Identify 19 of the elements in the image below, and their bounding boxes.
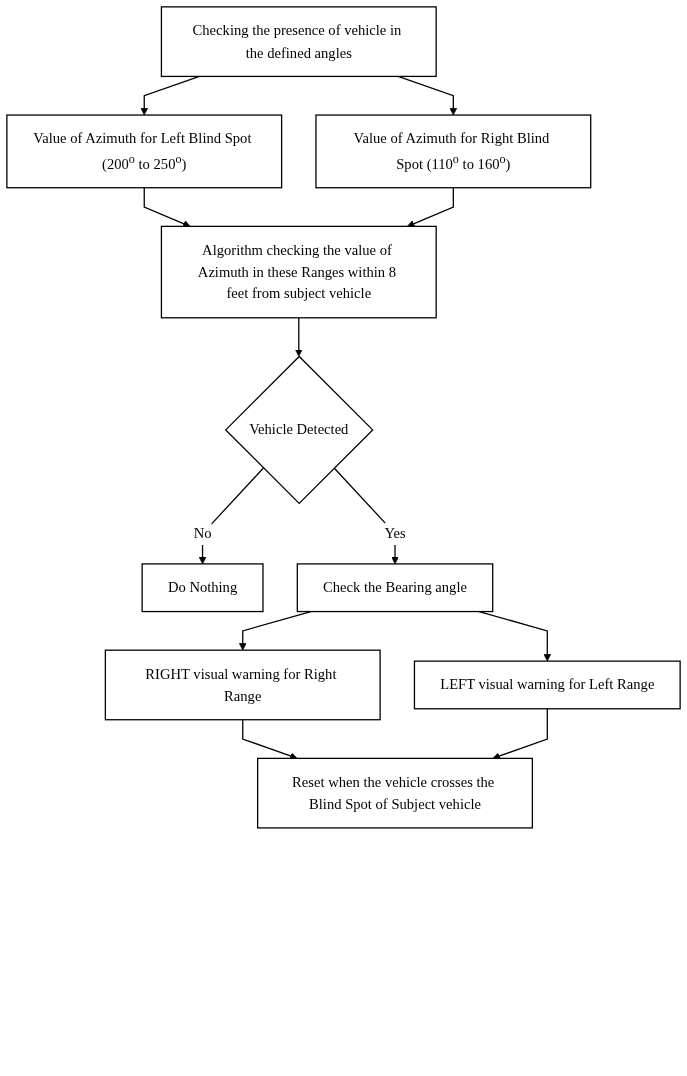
node-box: Reset when the vehicle crosses the Blind Spot of Subject vehicle bbox=[257, 757, 534, 829]
arrow bbox=[295, 317, 303, 357]
node-diamond: Vehicle Detected bbox=[224, 355, 374, 505]
node-box: Do Nothing bbox=[141, 563, 264, 613]
node-box: RIGHT visual warning for Right Range bbox=[104, 649, 381, 721]
node-box: LEFT visual warning for Left Range bbox=[413, 660, 681, 710]
arrow bbox=[333, 467, 399, 565]
arrow bbox=[242, 719, 298, 760]
node-box: Value of Azimuth for Right Blind Spot (110$^{o}$ to 160$^{o}$) bbox=[315, 114, 592, 189]
arrow bbox=[143, 187, 191, 228]
node-box: Value of Azimuth for Left Blind Spot (200$^{o}$ to 250$^{o}$) bbox=[6, 114, 283, 189]
arrow bbox=[407, 187, 454, 228]
node-box: Check the Bearing angle bbox=[296, 563, 494, 613]
arrow bbox=[492, 708, 548, 760]
arrow bbox=[198, 467, 265, 565]
edge-label: No bbox=[193, 525, 212, 542]
node-box: Algorithm checking the value of Azimuth in these Ranges within 8 feet from subject vehicle bbox=[160, 225, 437, 319]
edge-label: Yes bbox=[384, 525, 406, 542]
node-box: Checking the presence of vehicle in the defined angles bbox=[160, 6, 437, 78]
